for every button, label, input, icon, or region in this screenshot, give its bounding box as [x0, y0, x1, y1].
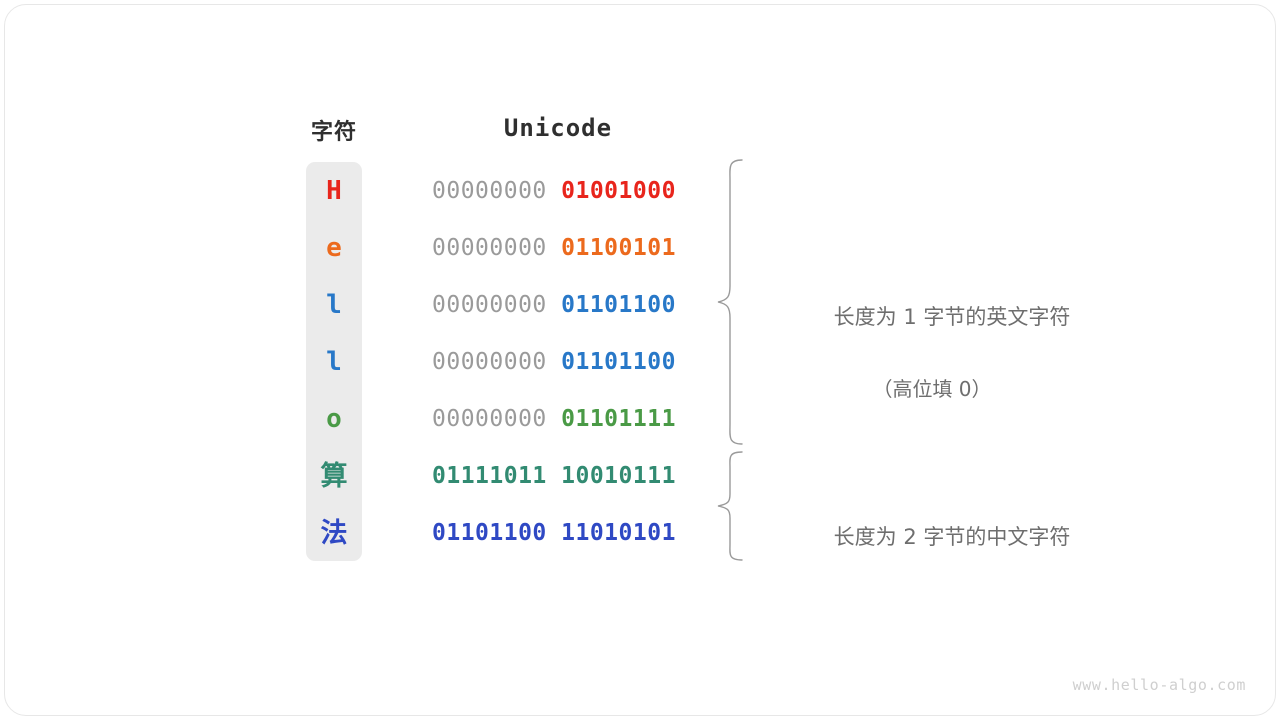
table-row: 法 01101100 11010101: [0, 505, 1280, 562]
character-column-background: [306, 162, 362, 561]
byte-separator: [547, 235, 561, 261]
table-row: 算 01111011 10010111: [0, 448, 1280, 505]
row-low-byte: 01101100: [561, 292, 676, 318]
row-high-byte: 01101100: [432, 520, 547, 546]
annotation-ascii-sub: （高位填 0）: [872, 377, 992, 401]
row-low-byte: 10010111: [561, 463, 676, 489]
table-row: l 00000000 01101100: [0, 334, 1280, 391]
row-high-byte: 01111011: [432, 463, 547, 489]
table-row: H 00000000 01001000: [0, 163, 1280, 220]
annotation-cjk: 长度为 2 字节的中文字符: [772, 483, 1092, 591]
row-low-byte: 11010101: [561, 520, 676, 546]
brace-ascii-group: [717, 159, 743, 445]
byte-separator: [547, 406, 561, 432]
row-high-byte: 00000000: [432, 406, 547, 432]
row-character: 法: [320, 518, 348, 549]
row-unicode-bits: 00000000 01100101: [432, 220, 684, 277]
table-row: e 00000000 01100101: [0, 220, 1280, 277]
byte-separator: [547, 520, 561, 546]
card-frame: [4, 4, 1276, 716]
row-unicode-bits: 00000000 01101100: [432, 334, 684, 391]
byte-separator: [547, 292, 561, 318]
column-header-character: 字符: [310, 119, 357, 144]
row-low-byte: 01101100: [561, 349, 676, 375]
row-unicode-bits: 00000000 01001000: [432, 163, 684, 220]
row-character: 算: [320, 461, 348, 492]
column-header-unicode: Unicode: [503, 114, 613, 142]
row-high-byte: 00000000: [432, 349, 547, 375]
row-unicode-bits: 01111011 10010111: [432, 448, 684, 505]
row-low-byte: 01101111: [561, 406, 676, 432]
row-high-byte: 00000000: [432, 292, 547, 318]
watermark: www.hello-algo.com: [1072, 676, 1246, 694]
row-character: H: [326, 176, 342, 206]
row-unicode-bits: 01101100 11010101: [432, 505, 684, 562]
annotation-cjk-main: 长度为 2 字节的中文字符: [833, 525, 1071, 549]
row-high-byte: 00000000: [432, 178, 547, 204]
row-character: e: [326, 233, 342, 263]
row-unicode-bits: 00000000 01101111: [432, 391, 684, 448]
byte-separator: [547, 178, 561, 204]
annotation-ascii: 长度为 1 字节的英文字符 （高位填 0）: [772, 263, 1092, 479]
table-row: o 00000000 01101111: [0, 391, 1280, 448]
row-high-byte: 00000000: [432, 235, 547, 261]
row-low-byte: 01001000: [561, 178, 676, 204]
table-row: l 00000000 01101100: [0, 277, 1280, 334]
annotation-ascii-main: 长度为 1 字节的英文字符: [833, 305, 1071, 329]
row-character: o: [326, 404, 342, 434]
row-character: l: [326, 347, 342, 377]
brace-cjk-group: [717, 451, 743, 561]
row-character: l: [326, 290, 342, 320]
row-low-byte: 01100101: [561, 235, 676, 261]
byte-separator: [547, 349, 561, 375]
byte-separator: [547, 463, 561, 489]
row-unicode-bits: 00000000 01101100: [432, 277, 684, 334]
